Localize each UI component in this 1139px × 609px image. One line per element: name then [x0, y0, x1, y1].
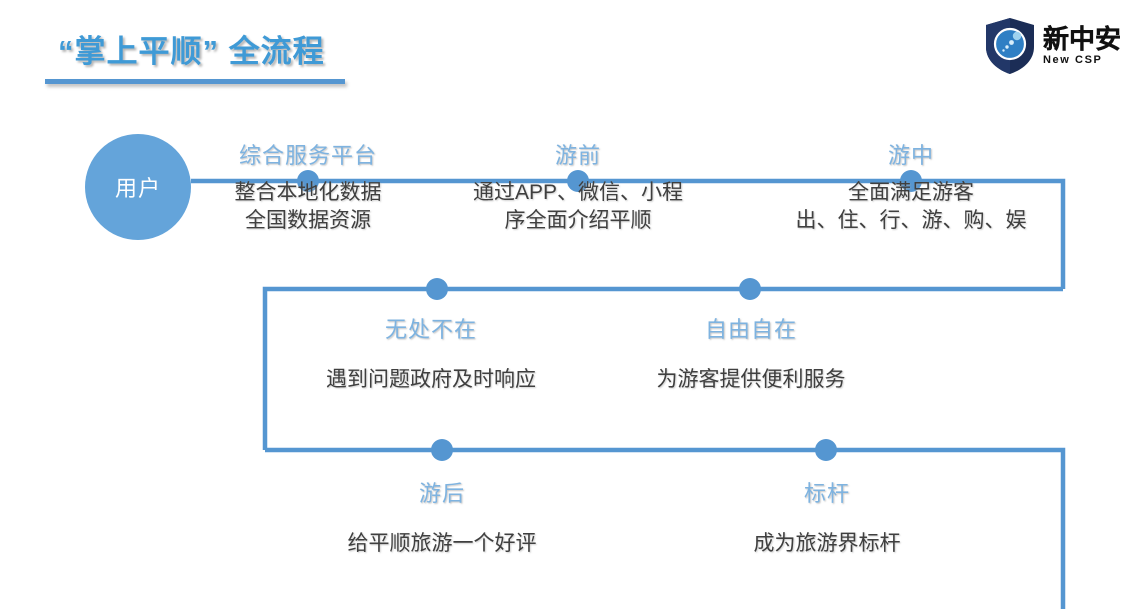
flow-node-综合服务平台[interactable]: 综合服务平台 整合本地化数据 全国数据资源	[235, 138, 382, 234]
logo-name-cn: 新中安	[1042, 24, 1121, 54]
flow-dot	[567, 170, 589, 192]
flow-node-desc-line: 给平顺旅游一个好评	[347, 532, 537, 555]
flow-dot	[815, 439, 837, 461]
brand-logo: 新中安 New CSP	[984, 17, 1121, 75]
flow-start-node-user[interactable]: 用户	[85, 134, 191, 240]
flow-node-游后[interactable]: 游后 给平顺旅游一个好评	[348, 476, 537, 558]
flow-node-label: 无处不在	[384, 317, 477, 342]
flow-node-desc-line: 全国数据资源	[245, 208, 371, 232]
flow-dot	[900, 170, 922, 192]
flow-dot	[431, 439, 453, 461]
flow-node-description: 成为旅游界标杆	[754, 530, 901, 558]
flow-node-description: 整合本地化数据 全国数据资源	[235, 179, 382, 234]
flow-node-desc-line: 为游客提供便利服务	[656, 368, 846, 391]
flow-node-description: 为游客提供便利服务	[657, 366, 846, 394]
flow-node-description: 全面满足游客 出、住、行、游、购、娱	[796, 179, 1027, 234]
flow-node-desc-line: 序全面介绍平顺	[504, 208, 652, 232]
flow-dot	[426, 278, 448, 300]
flow-node-无处不在[interactable]: 无处不在 遇到问题政府及时响应	[326, 312, 536, 394]
flow-node-label: 游前	[554, 143, 601, 168]
flow-dot	[297, 170, 319, 192]
flow-node-desc-line: 遇到问题政府及时响应	[326, 368, 536, 391]
flow-node-description: 遇到问题政府及时响应	[326, 366, 536, 394]
flow-node-description: 给平顺旅游一个好评	[348, 530, 537, 558]
flow-node-游中[interactable]: 游中 全面满足游客 出、住、行、游、购、娱	[796, 138, 1027, 234]
page-title: “掌上平顺” 全流程	[58, 34, 325, 69]
flow-node-desc-line: 整合本地化数据	[234, 181, 382, 204]
logo-name-en: New CSP	[1042, 54, 1103, 66]
flow-start-node-label: 用户	[114, 176, 161, 201]
flow-node-label: 标杆	[803, 481, 850, 506]
flow-node-desc-line: 通过APP、微信、小程	[472, 181, 684, 204]
flow-node-desc-line: 出、住、行、游、购、娱	[795, 208, 1027, 232]
logo-wordmark: 新中安 New CSP	[1043, 26, 1121, 66]
flow-node-label: 自由自在	[704, 317, 797, 342]
shield-logo-icon	[985, 18, 1034, 74]
title-underline-rule	[45, 79, 345, 84]
flow-node-desc-line: 成为旅游界标杆	[753, 532, 901, 555]
flow-node-label: 游中	[887, 143, 934, 168]
flow-dot	[739, 278, 761, 300]
flow-node-游前[interactable]: 游前 通过APP、微信、小程 序全面介绍平顺	[473, 138, 683, 234]
flow-node-自由自在[interactable]: 自由自在 为游客提供便利服务	[657, 312, 846, 394]
flow-node-label: 综合服务平台	[238, 143, 377, 168]
flow-node-desc-line: 全面满足游客	[848, 181, 974, 204]
flow-node-标杆[interactable]: 标杆 成为旅游界标杆	[754, 476, 901, 558]
flow-node-description: 通过APP、微信、小程 序全面介绍平顺	[473, 179, 683, 234]
flow-node-label: 游后	[418, 481, 465, 506]
